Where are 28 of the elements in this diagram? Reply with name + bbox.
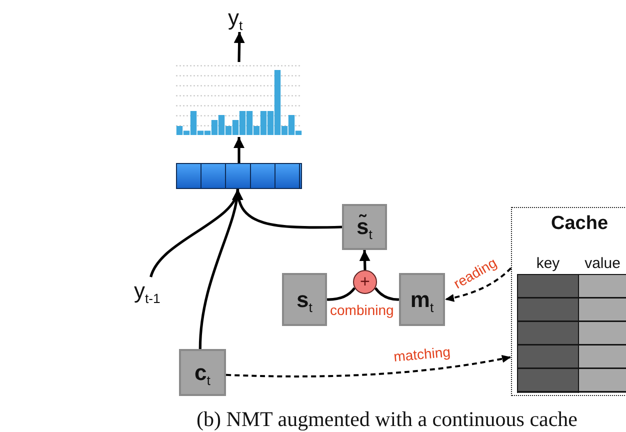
dashed-arrow (226, 354, 512, 378)
operator-symbol: + (360, 273, 370, 290)
panel-title: Cache (551, 213, 608, 235)
sum-circle (353, 270, 377, 294)
arrow (359, 250, 370, 270)
variable-label: y$_{t-1}$ (134, 277, 174, 305)
state-box (399, 273, 445, 326)
connector-line (374, 287, 399, 301)
variable-label: y$_{t}$ (228, 4, 251, 32)
cache-panel (511, 207, 625, 396)
dashed-arrow (444, 267, 512, 302)
operation-label: combining (330, 302, 394, 318)
vector-cells (176, 163, 302, 189)
arrow (234, 137, 244, 163)
column-header: key (535, 254, 561, 274)
column-header: value (584, 254, 622, 274)
variable-label: c$_{t}$ (194, 362, 210, 384)
arrow (233, 188, 342, 229)
histogram-illustration (176, 62, 302, 137)
state-box (282, 273, 327, 326)
connector-line (327, 287, 356, 301)
arrow (234, 32, 245, 62)
variable-label: s̃$_{t}$ (356, 216, 372, 238)
state-box (342, 204, 387, 250)
variable-label: s$_{t}$ (296, 288, 312, 310)
figure-caption: (b) NMT augmented with a continuous cache (195, 407, 578, 431)
variable-label: m$_{t}$ (410, 288, 434, 310)
state-box (179, 349, 226, 396)
